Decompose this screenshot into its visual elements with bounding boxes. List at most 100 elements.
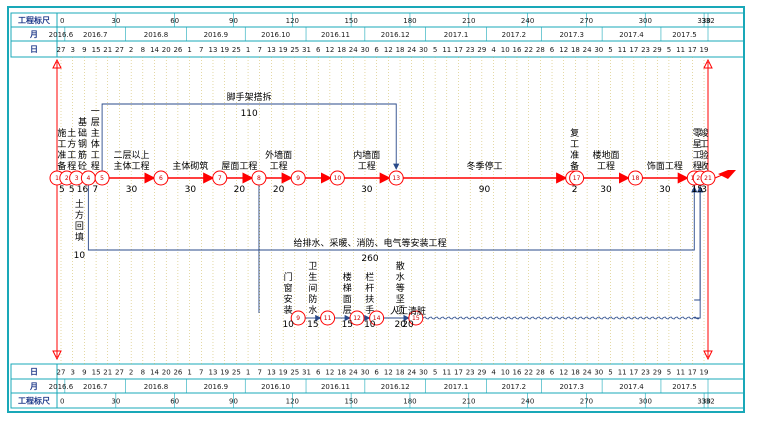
month-label: 2016.7 [83, 383, 108, 391]
activity-name: 工程 [270, 161, 288, 172]
month-label: 2017.2 [502, 31, 527, 39]
month-label: 2017.4 [619, 31, 644, 39]
month-label: 2016.11 [321, 383, 350, 391]
backfill-duration: 10 [74, 251, 86, 261]
lower-activity-name: 生 [308, 271, 317, 283]
day-label: 14 [150, 369, 159, 377]
day-label: 4 [491, 46, 496, 54]
day-label: 3 [70, 369, 74, 377]
day-label: 22 [524, 369, 533, 377]
activity-name: 内墙面 [353, 149, 380, 161]
activity-name: 验 [700, 149, 709, 161]
activity-duration: 30 [600, 185, 612, 195]
event-node [627, 170, 643, 186]
day-label: 23 [466, 369, 475, 377]
event-node-number: 3 [75, 175, 79, 182]
activity-duration: 90 [479, 185, 491, 195]
day-label: 29 [477, 369, 486, 377]
day-label: 1 [187, 369, 191, 377]
lower-activity-duration: 10 [364, 320, 376, 330]
day-label: 25 [290, 369, 299, 377]
day-label: 2 [129, 369, 133, 377]
event-node-number: 15 [412, 315, 420, 322]
activity-name: 备 [57, 160, 66, 172]
day-label: 25 [232, 369, 241, 377]
lower-activity-name: 梯 [343, 282, 352, 294]
day-label: 23 [641, 46, 650, 54]
day-label: 18 [396, 369, 405, 377]
day-label: 7 [199, 46, 203, 54]
activity-name: 二层以上 [114, 150, 150, 161]
activity-name: 复 [570, 127, 579, 139]
month-label: 2016.6 [49, 31, 74, 39]
event-node-number: 12 [353, 315, 361, 322]
activity-labels: 施工准备5土方工程5基础钢筋砼16一层主体工程7二层以上主体工程30主体砌筑30… [57, 91, 708, 330]
event-node-number: 4 [86, 175, 90, 182]
day-label: 6 [374, 369, 379, 377]
day-label: 9 [82, 369, 86, 377]
lower-activity-name: 扶 [365, 293, 374, 305]
day-label: 12 [325, 46, 334, 54]
event-node-number: 8 [257, 175, 261, 182]
ruler-tick-label: 90 [229, 17, 238, 25]
event-node [290, 310, 306, 326]
month-row-label: 月 [29, 382, 38, 391]
day-label: 7 [258, 369, 262, 377]
day-label: 1 [187, 46, 191, 54]
lower-activity-duration: 15 [307, 320, 318, 330]
lower-activity-name: 门 [284, 271, 293, 283]
activity-name: 准 [570, 150, 579, 161]
day-label: 11 [442, 46, 451, 54]
day-label: 20 [162, 369, 171, 377]
day-label: 6 [374, 46, 379, 54]
event-node [369, 310, 385, 326]
event-node [349, 310, 365, 326]
day-label: 31 [302, 46, 311, 54]
event-node-number: 14 [373, 315, 381, 322]
month-label: 2016.11 [321, 31, 350, 39]
lower-activity-name: 安 [284, 293, 293, 305]
activity-duration: 5 [59, 185, 65, 195]
event-node-number: 2 [65, 175, 69, 182]
lower-activity-name: 杆 [365, 282, 374, 294]
activity-name: 土 [67, 127, 76, 139]
activity-duration: 20 [234, 185, 246, 195]
outer-frame [7, 6, 745, 413]
ruler-tick-label: 240 [521, 398, 534, 406]
event-node-number: 6 [159, 175, 163, 182]
day-label: 27 [57, 369, 66, 377]
event-node-number: 9 [296, 315, 300, 322]
activity-name: 方 [67, 138, 76, 150]
ruler-tick-label: 330 [697, 398, 710, 406]
boundary-arrow-bottom [52, 350, 62, 361]
day-label: 17 [454, 369, 463, 377]
activity-name: 备 [570, 160, 579, 172]
day-label: 19 [700, 369, 709, 377]
month-row-label: 月 [29, 30, 38, 39]
activity-duration: 30 [361, 185, 373, 195]
day-label: 23 [641, 369, 650, 377]
month-label: 2016.9 [204, 383, 229, 391]
month-label: 2016.12 [381, 31, 410, 39]
activity-name: 施 [57, 127, 66, 139]
activity-name: 屋面工程 [221, 161, 257, 172]
day-label: 27 [57, 46, 66, 54]
month-label: 2016.8 [144, 383, 169, 391]
day-label: 16 [512, 369, 521, 377]
lower-activity-name: 手 [365, 304, 374, 316]
activity-name: 一 [91, 107, 100, 117]
day-label: 6 [550, 369, 555, 377]
activity-duration: 2 [572, 185, 578, 195]
end-flag-stem [714, 174, 723, 179]
day-label: 24 [407, 46, 416, 54]
day-label: 24 [583, 369, 592, 377]
boundary-arrow-bottom [703, 350, 713, 361]
activity-duration: 15 [691, 185, 702, 195]
activity-name: 筋 [78, 149, 87, 161]
day-label: 31 [302, 369, 311, 377]
event-node [329, 170, 345, 186]
month-label: 2016.6 [49, 383, 74, 391]
event-node-number: 7 [218, 175, 222, 182]
month-label: 2017.5 [672, 31, 697, 39]
day-label: 9 [82, 46, 86, 54]
